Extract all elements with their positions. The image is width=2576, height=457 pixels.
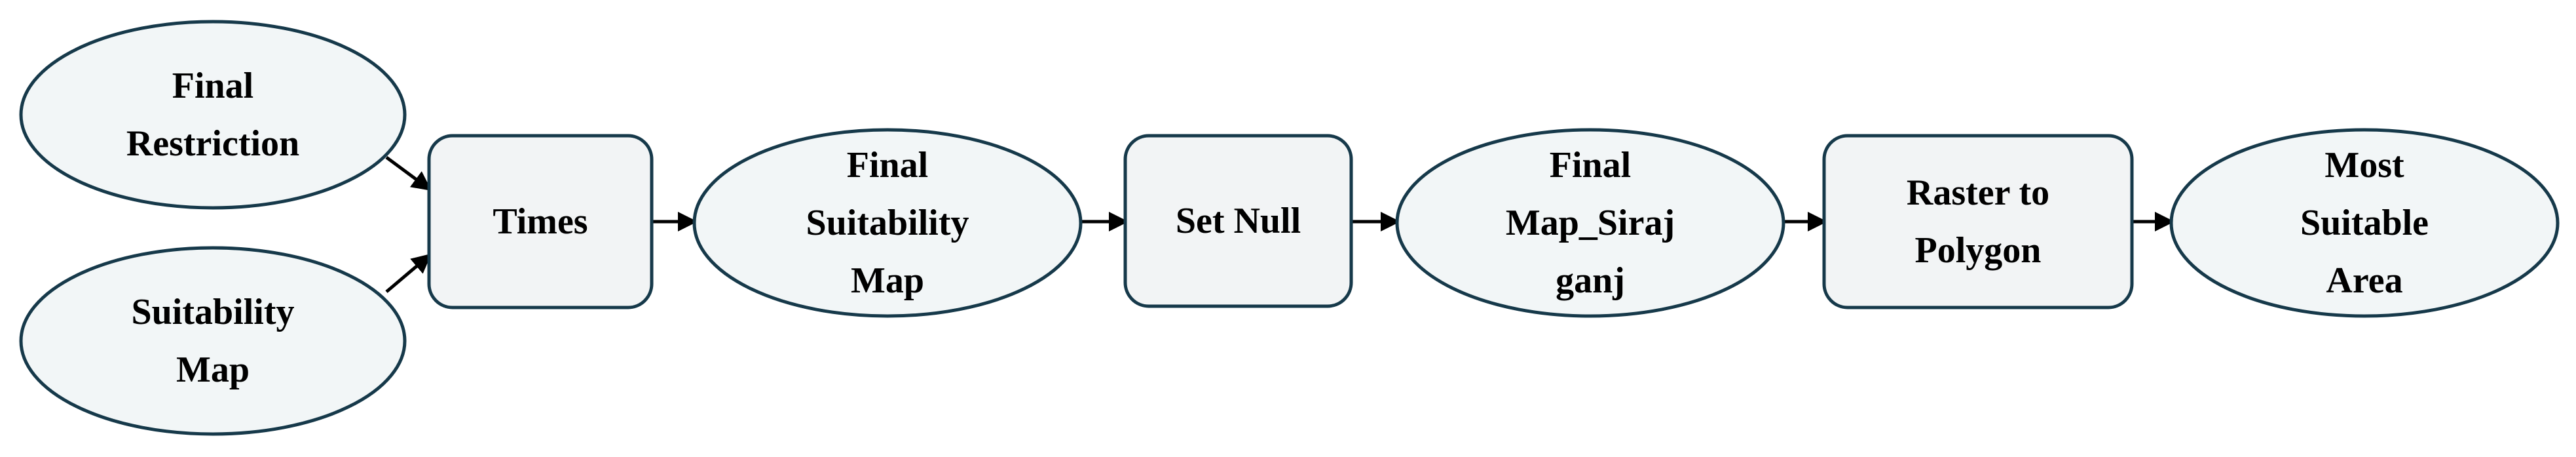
final-restriction-shape <box>19 20 407 210</box>
most-suitable-area-label-line: Area <box>2326 260 2402 301</box>
raster-to-polygon-label-line: Polygon <box>1915 230 2042 271</box>
final-suitability-map-label-line: Final <box>847 145 928 186</box>
raster-to-polygon-shape <box>1822 134 2134 309</box>
suitability-map-shape <box>19 246 407 436</box>
most-suitable-area-label-line: Most <box>2324 145 2404 186</box>
node-set-null: Set Null <box>1123 134 1353 308</box>
times-label-line: Times <box>493 201 588 242</box>
most-suitable-area-label-line: Suitable <box>2300 203 2429 243</box>
suitability-map-label-line: Suitability <box>132 292 295 332</box>
final-map-sirajganj-label-line: ganj <box>1556 260 1625 301</box>
most-suitable-area-shape <box>2169 128 2560 318</box>
edges-layer <box>385 155 2175 293</box>
final-restriction-label-line: Restriction <box>126 123 299 164</box>
nodes-layer: FinalRestrictionSuitabilityMapTimesFinal… <box>19 20 2560 436</box>
final-restriction-label-line: Final <box>172 66 253 106</box>
set-null-label-line: Set Null <box>1176 201 1301 241</box>
final-suitability-map-shape <box>692 128 1083 318</box>
set-null-shape <box>1123 134 1353 308</box>
times-shape <box>427 134 654 309</box>
final-suitability-map-label-line: Suitability <box>806 203 969 243</box>
arrow-final-restriction-to-times <box>385 155 432 191</box>
final-map-sirajganj-label-line: Map_Siraj <box>1506 203 1675 243</box>
node-raster-to-polygon: Raster to Polygon <box>1822 134 2134 309</box>
arrow-suitability-map-to-times <box>385 253 432 293</box>
raster-to-polygon-label-line: Raster to <box>1907 172 2049 213</box>
final-map-sirajganj-label-line: Final <box>1550 145 1631 186</box>
final-map-sirajganj-shape <box>1395 128 1785 318</box>
final-suitability-map-label-line: Map <box>851 260 924 301</box>
suitability-map-label-line: Map <box>176 349 250 390</box>
node-times: Times <box>427 134 654 309</box>
